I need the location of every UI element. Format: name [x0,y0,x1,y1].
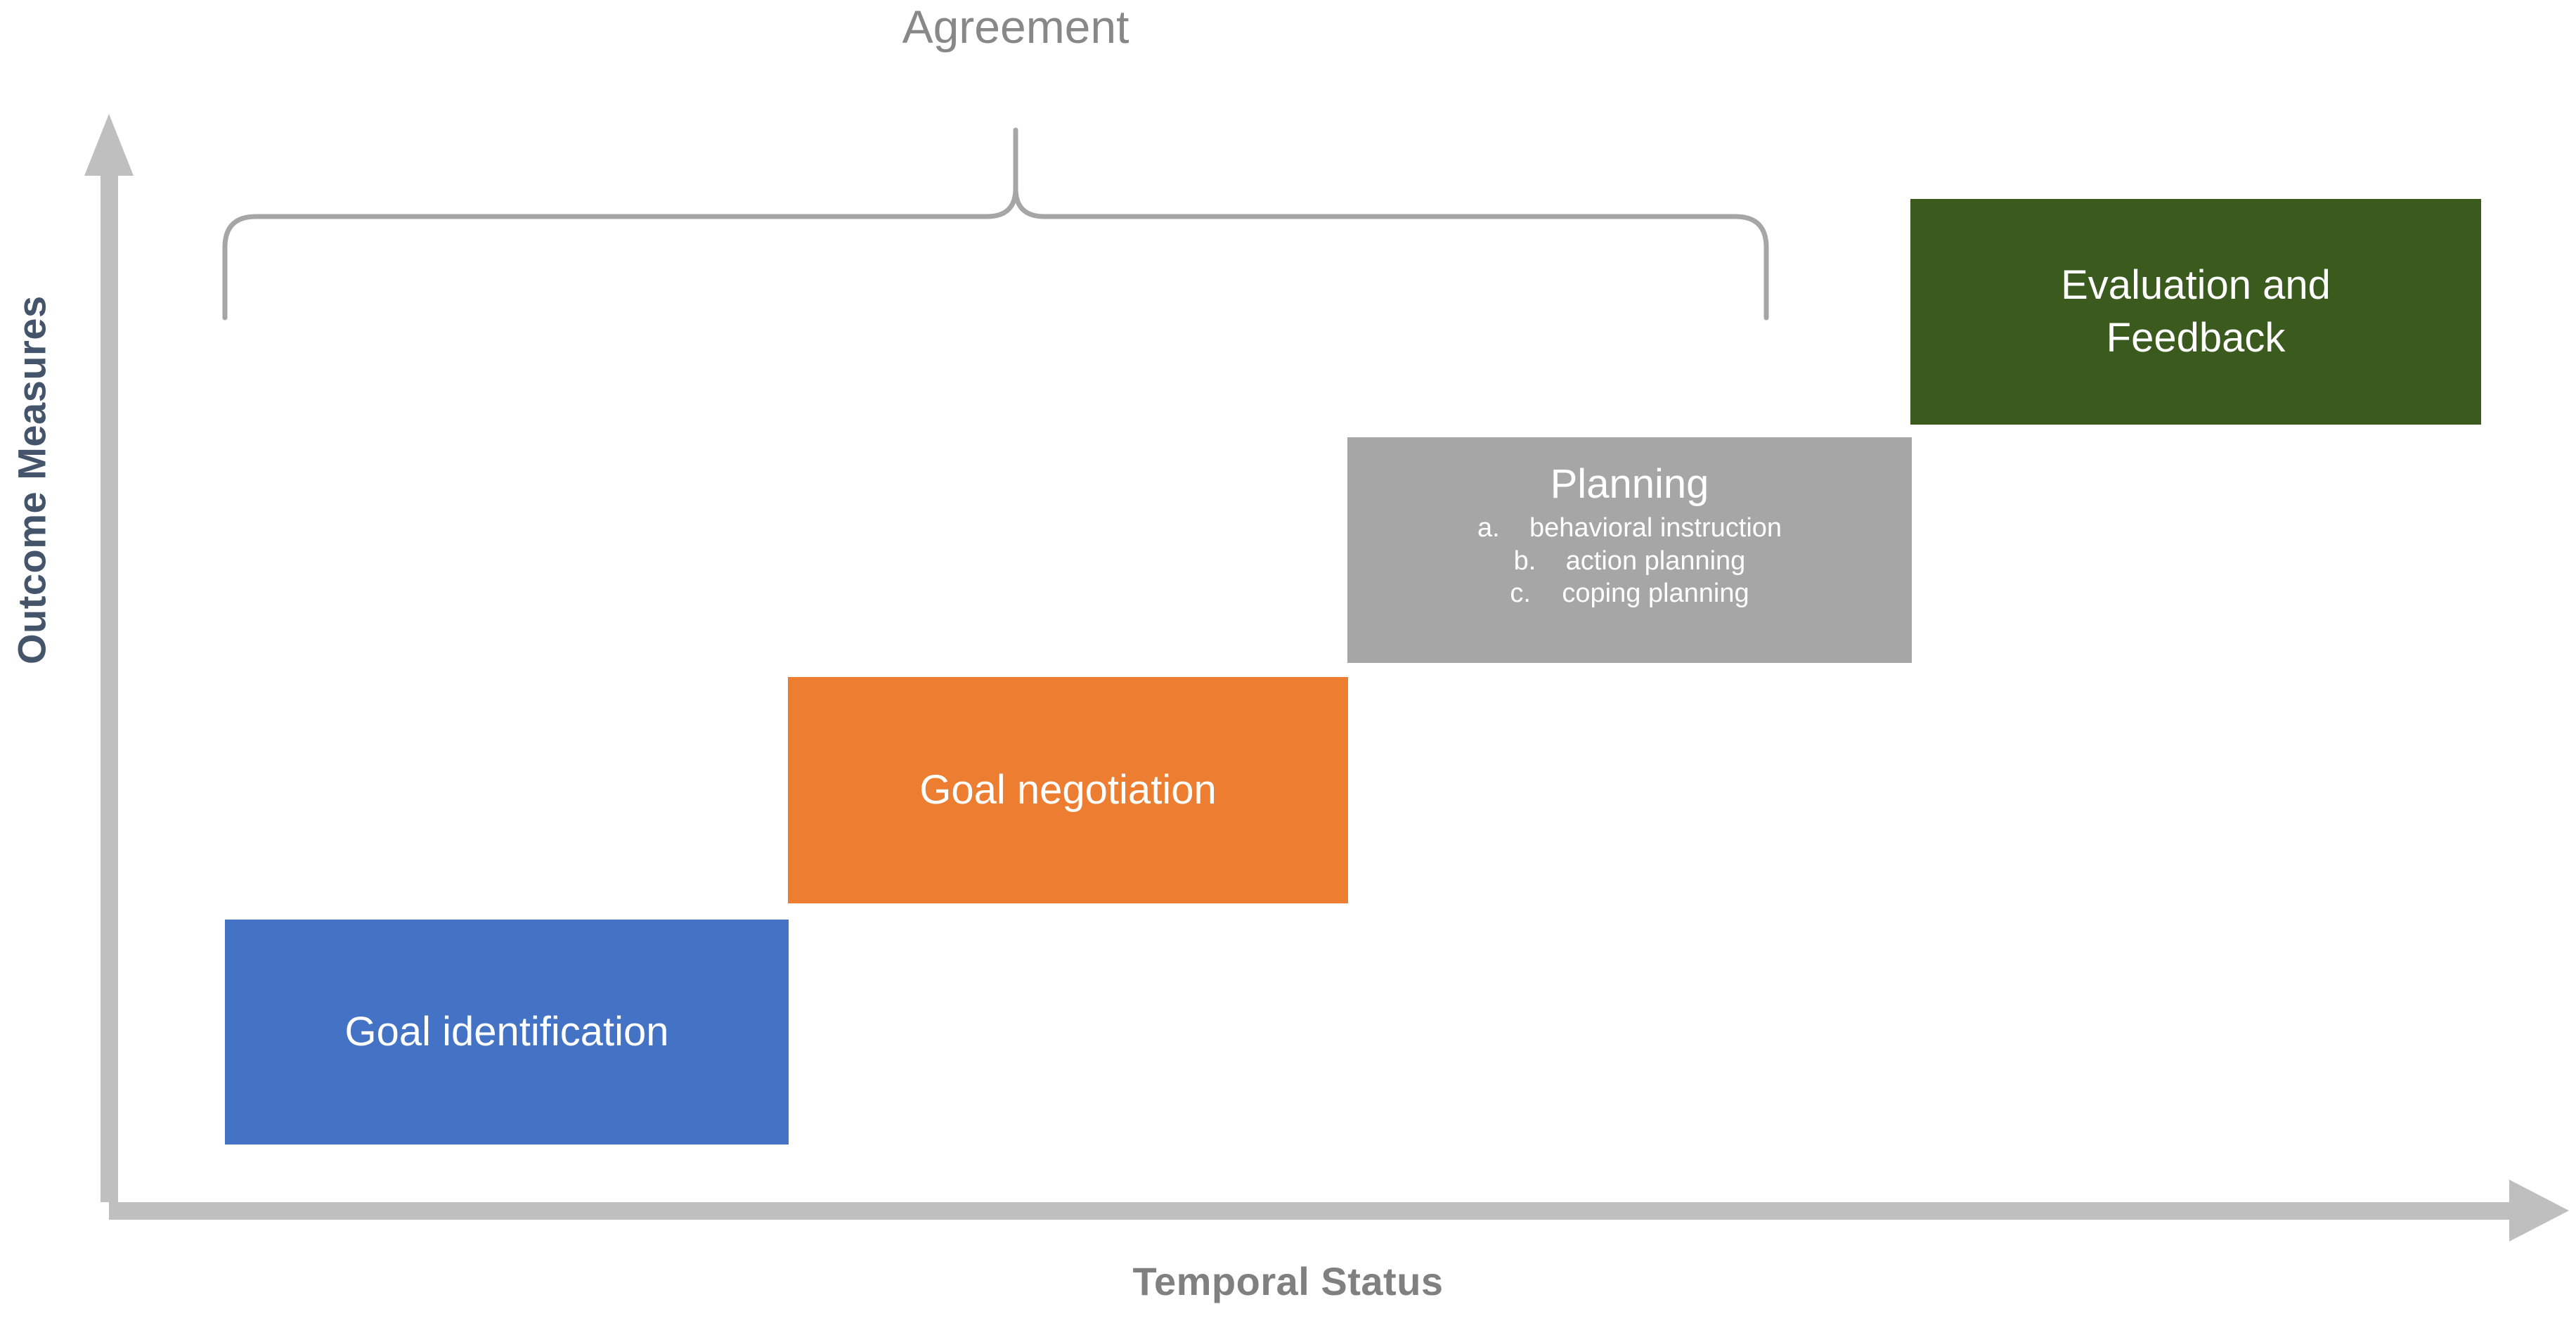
x-axis-title: Temporal Status [1132,1259,1444,1303]
stage-title: Goal identification [344,1008,669,1055]
stage-box-evaluation-feedback[interactable]: Evaluation and Feedback [1910,199,2481,425]
y-axis-title: Outcome Measures [9,295,54,664]
stage-title: Goal negotiation [919,766,1217,813]
list-item: c. coping planning [1477,577,1782,610]
stage-box-goal-negotiation[interactable]: Goal negotiation [788,677,1348,903]
stage-title-line-2: Feedback [2106,314,2286,361]
list-item-label: behavioral instruction [1529,513,1782,543]
planning-sub-list: a. behavioral instruction b. action plan… [1477,512,1782,610]
agreement-brace [222,127,1769,321]
stage-box-goal-identification[interactable]: Goal identification [225,920,789,1145]
y-axis-arrow [84,114,134,1202]
list-item: a. behavioral instruction [1477,512,1782,544]
x-axis-arrow [109,1180,2569,1242]
list-item-marker: c. [1510,578,1531,608]
stage-title-line-1: Evaluation and [2061,262,2331,309]
list-item-marker: b. [1513,546,1536,576]
stage-box-planning[interactable]: Planning a. behavioral instruction b. ac… [1347,437,1912,663]
agreement-label: Agreement [902,1,1130,53]
list-item: b. action planning [1477,545,1782,577]
list-item-marker: a. [1477,513,1500,543]
list-item-label: action planning [1565,546,1746,576]
stage-title: Planning [1550,461,1709,507]
list-item-label: coping planning [1562,578,1749,608]
